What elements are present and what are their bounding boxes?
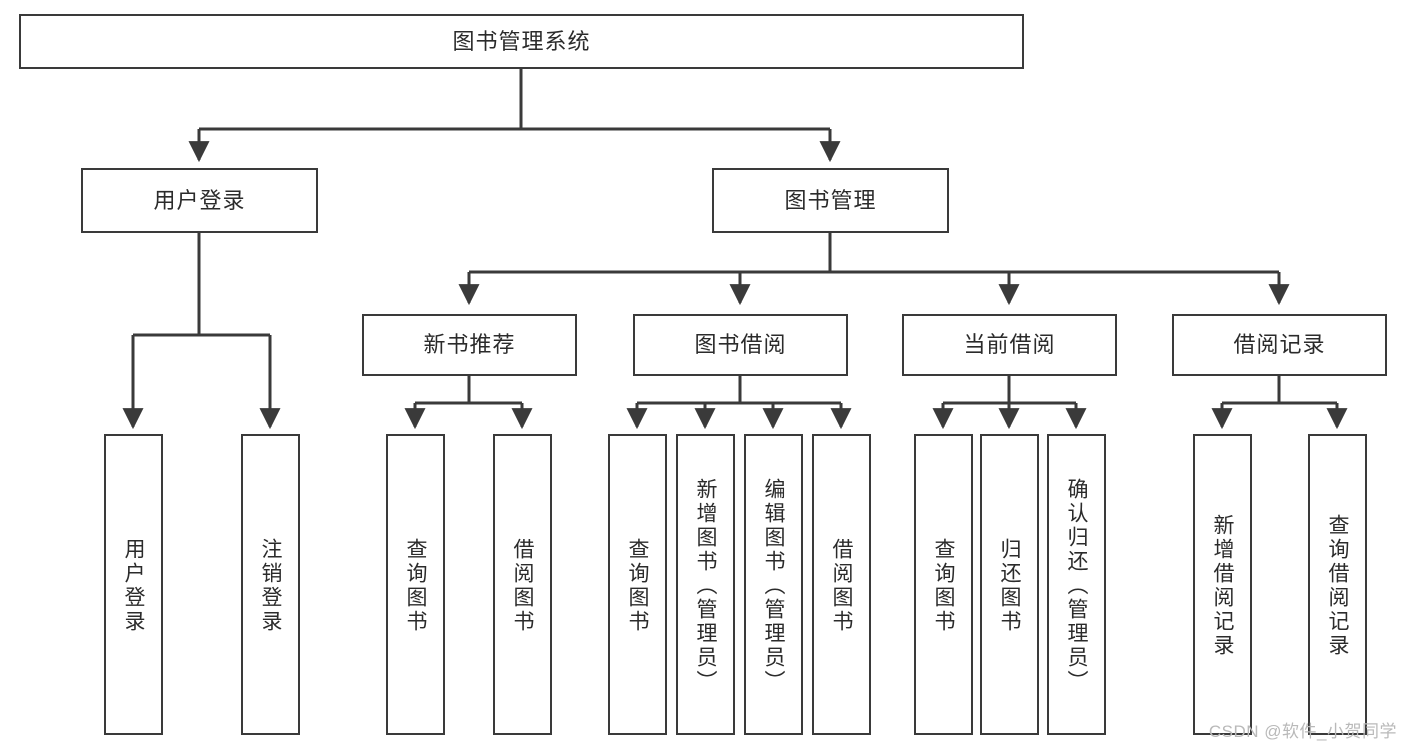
- node-leaf-book-borrow-1[interactable]: 查询图书: [608, 434, 667, 735]
- node-current-borrow[interactable]: 当前借阅: [902, 314, 1117, 376]
- node-current-borrow-label: 当前借阅: [963, 332, 1056, 358]
- node-leaf-user-login-2[interactable]: 注销登录: [241, 434, 300, 735]
- node-leaf-new-book-2[interactable]: 借阅图书: [493, 434, 552, 735]
- node-leaf-label: 归还图书: [998, 537, 1021, 634]
- node-leaf-book-borrow-3[interactable]: 编辑图书（管理员）: [744, 434, 803, 735]
- node-new-book-recommend-label: 新书推荐: [423, 332, 516, 358]
- node-leaf-new-book-1[interactable]: 查询图书: [386, 434, 445, 735]
- node-root[interactable]: 图书管理系统: [19, 14, 1024, 69]
- node-book-borrow-label: 图书借阅: [694, 332, 787, 358]
- node-book-manage-label: 图书管理: [784, 187, 877, 213]
- node-leaf-label: 新增借阅记录: [1211, 513, 1234, 658]
- node-leaf-borrow-record-1[interactable]: 新增借阅记录: [1193, 434, 1252, 735]
- node-root-label: 图书管理系统: [452, 28, 591, 54]
- node-new-book-recommend[interactable]: 新书推荐: [362, 314, 577, 376]
- watermark-text: CSDN @软件_小贺同学: [1208, 722, 1397, 741]
- node-leaf-label: 查询图书: [626, 537, 649, 634]
- node-leaf-label: 确认归还（管理员）: [1065, 477, 1088, 694]
- node-leaf-book-borrow-4[interactable]: 借阅图书: [812, 434, 871, 735]
- node-leaf-label: 查询图书: [932, 537, 955, 634]
- node-book-borrow[interactable]: 图书借阅: [633, 314, 848, 376]
- node-leaf-label: 查询借阅记录: [1326, 513, 1349, 658]
- node-leaf-current-borrow-3[interactable]: 确认归还（管理员）: [1047, 434, 1106, 735]
- node-book-manage[interactable]: 图书管理: [712, 168, 949, 233]
- node-leaf-label: 借阅图书: [830, 537, 853, 634]
- node-borrow-record-label: 借阅记录: [1233, 332, 1326, 358]
- node-leaf-label: 查询图书: [404, 537, 427, 634]
- node-leaf-current-borrow-2[interactable]: 归还图书: [980, 434, 1039, 735]
- node-borrow-record[interactable]: 借阅记录: [1172, 314, 1387, 376]
- node-leaf-label: 编辑图书（管理员）: [762, 477, 785, 694]
- node-leaf-label: 用户登录: [122, 537, 145, 634]
- node-leaf-label: 注销登录: [259, 537, 282, 634]
- node-leaf-book-borrow-2[interactable]: 新增图书（管理员）: [676, 434, 735, 735]
- node-leaf-borrow-record-2[interactable]: 查询借阅记录: [1308, 434, 1367, 735]
- node-leaf-label: 新增图书（管理员）: [694, 477, 717, 694]
- node-user-login[interactable]: 用户登录: [81, 168, 318, 233]
- node-user-login-label: 用户登录: [153, 187, 246, 213]
- node-leaf-user-login-1[interactable]: 用户登录: [104, 434, 163, 735]
- node-leaf-current-borrow-1[interactable]: 查询图书: [914, 434, 973, 735]
- node-leaf-label: 借阅图书: [511, 537, 534, 634]
